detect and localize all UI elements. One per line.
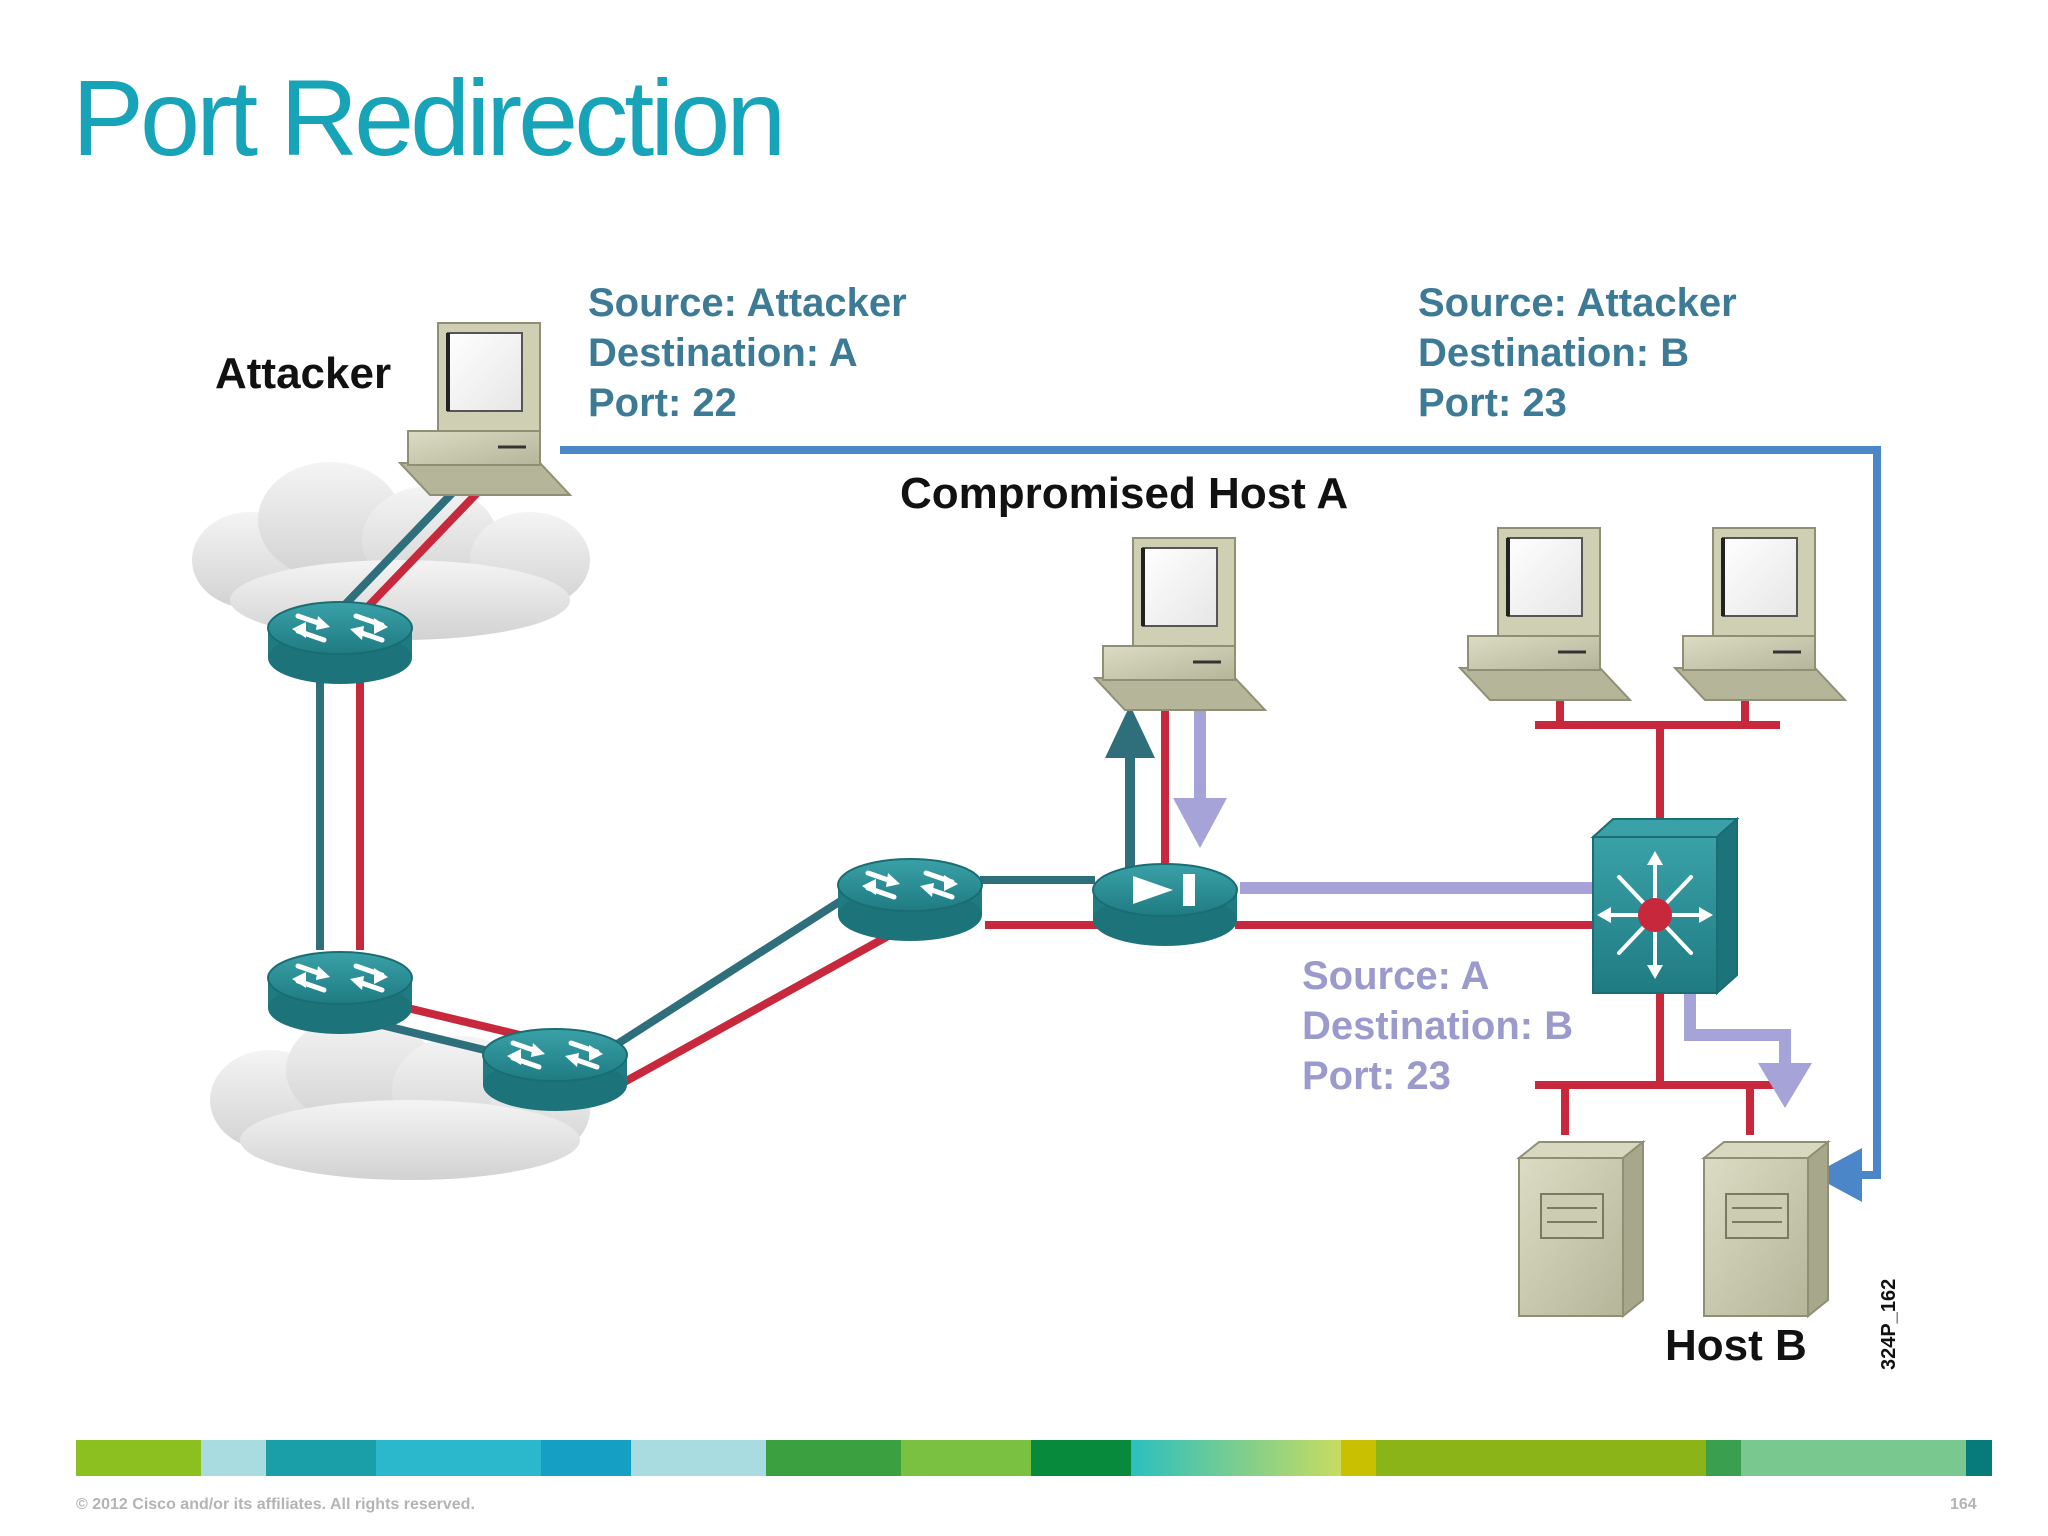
packet-source: Source: A [1302, 954, 1489, 998]
router-icon [838, 859, 982, 941]
figure-id-label: 324P_162 [1878, 1279, 1900, 1370]
packet-label-p1: Source: Attacker Destination: A Port: 22 [588, 281, 907, 425]
packet-port: Port: 23 [1302, 1054, 1451, 1098]
packet-destination: Destination: B [1302, 1004, 1573, 1048]
router-icon [483, 1029, 627, 1111]
compromised-host-label: Compromised Host A [900, 469, 1348, 518]
copyright-text: © 2012 Cisco and/or its affiliates. All … [76, 1496, 475, 1513]
host-b-label: Host B [1665, 1321, 1807, 1370]
attacker-label: Attacker [215, 349, 391, 398]
router-icon [268, 602, 412, 684]
compromised-host-computer-icon [1093, 536, 1267, 712]
multilayer-switch-icon [1590, 816, 1740, 996]
packet-destination: Destination: B [1418, 331, 1689, 375]
server-icon [1518, 1141, 1644, 1317]
packet-path-p3 [1173, 695, 1812, 1108]
packet-source: Source: Attacker [1418, 281, 1737, 325]
packet-path-p1 [1105, 705, 1155, 875]
packet-source: Source: Attacker [588, 281, 907, 325]
packet-destination: Destination: A [588, 331, 858, 375]
attacker-computer-icon [398, 321, 572, 497]
host-b-server-icon [1703, 1141, 1829, 1317]
footer-color-bar [76, 1440, 1992, 1476]
packet-port: Port: 23 [1418, 381, 1567, 425]
slide-title: Port Redirection [72, 57, 786, 178]
firewall-icon [1092, 863, 1238, 946]
page-number: 164 [1950, 1496, 1977, 1513]
computer-icon [1458, 526, 1632, 702]
router-icon [268, 952, 412, 1034]
computer-icon [1673, 526, 1847, 702]
packet-label-p3: Source: A Destination: B Port: 23 [1302, 954, 1573, 1098]
packet-port: Port: 22 [588, 381, 737, 425]
packet-label-p2: Source: Attacker Destination: B Port: 23 [1418, 281, 1737, 425]
packet-path-p2 [560, 446, 1881, 1202]
internet-cloud-top [192, 462, 590, 640]
